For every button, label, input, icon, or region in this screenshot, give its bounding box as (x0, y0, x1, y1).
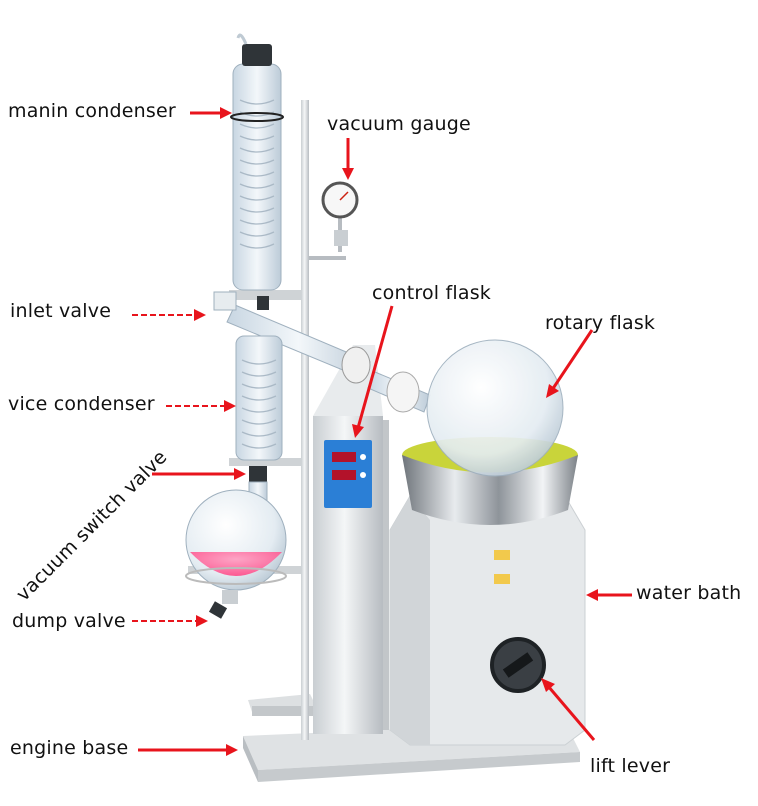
arrow (196, 615, 208, 627)
arrow (546, 685, 596, 741)
arrow (220, 107, 232, 119)
label-rotary-flask: rotary flask (545, 312, 656, 334)
label-control-flask: control flask (372, 282, 492, 304)
clamp-arm (229, 290, 301, 300)
vice-condenser (235, 335, 283, 482)
rotary-flask (367, 339, 564, 477)
vapor-duct (213, 291, 371, 384)
arrow (356, 305, 394, 429)
control-panel (324, 440, 372, 508)
clamp-arm (229, 458, 301, 466)
vacuum-gauge (309, 181, 359, 260)
arrow (352, 424, 364, 438)
arrow (541, 678, 555, 692)
label-engine-base: engine base (10, 737, 129, 759)
label-main-condenser: manin condenser (8, 100, 176, 122)
arrow (194, 309, 206, 321)
arrow (586, 589, 598, 601)
arrow (550, 329, 594, 391)
support-rod (301, 100, 309, 740)
main-condenser (230, 33, 284, 291)
label-water-bath: water bath (636, 582, 742, 604)
water-bath-body (389, 495, 586, 746)
arrow (342, 168, 354, 180)
arrow (234, 468, 246, 480)
arrow (224, 400, 236, 412)
label-vice-condenser: vice condenser (8, 393, 155, 415)
lift-lever-knob (490, 637, 546, 693)
label-dump-valve: dump valve (12, 610, 126, 632)
label-inlet-valve: inlet valve (10, 300, 112, 322)
label-lift-lever: lift lever (590, 755, 671, 777)
arrow (546, 384, 559, 398)
support-column (313, 345, 389, 734)
label-vacuum-gauge: vacuum gauge (327, 113, 471, 135)
pointer-arrows (132, 107, 632, 756)
arrow (226, 744, 238, 756)
receiving-flask (185, 481, 287, 619)
